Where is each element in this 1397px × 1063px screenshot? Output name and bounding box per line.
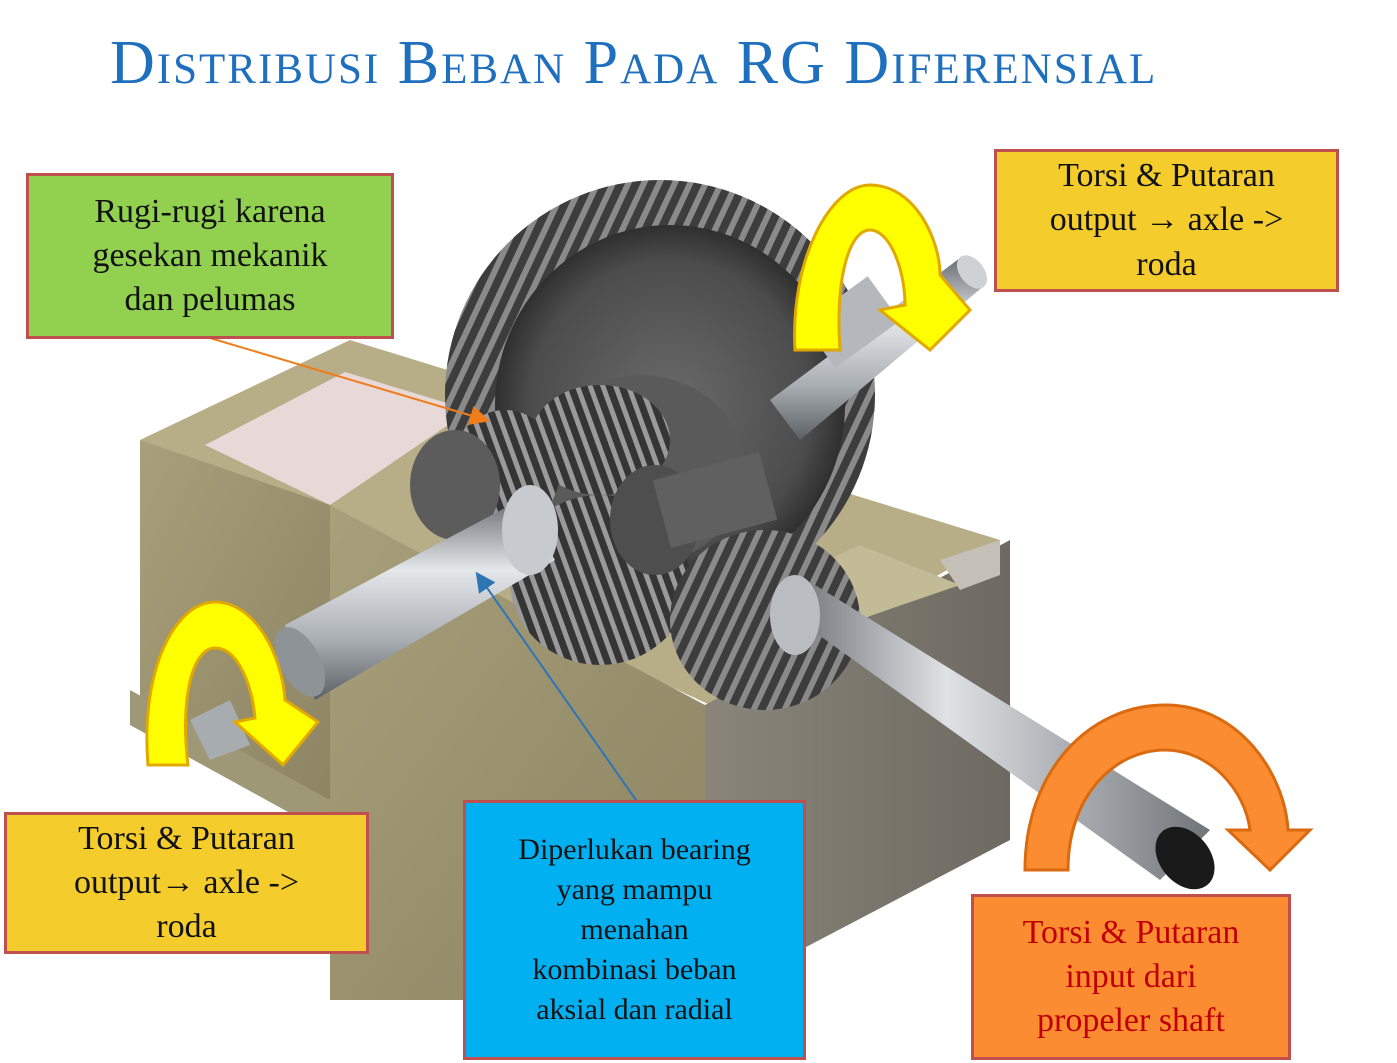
callout-line: gesekan mekanik xyxy=(92,236,328,274)
left-output-shaft xyxy=(190,485,558,760)
input-pinion-shaft xyxy=(770,575,1215,890)
callout-line: output→ axle -> xyxy=(73,863,300,901)
callout-line: Torsi & Putaran xyxy=(1022,913,1240,951)
callout-line: roda xyxy=(1136,245,1197,283)
callout-input: Torsi & Putaran input dari propeler shaf… xyxy=(971,894,1291,1060)
callout-line: roda xyxy=(156,908,217,946)
callout-line: Rugi-rugi karena xyxy=(94,192,326,230)
callout-line: Torsi & Putaran xyxy=(78,819,295,857)
callout-line: aksial dan radial xyxy=(536,992,733,1026)
rotation-arrow-icon xyxy=(145,600,321,768)
callout-line: propeler shaft xyxy=(1037,1002,1225,1040)
leader-arrow-icon xyxy=(209,337,490,426)
callout-line: kombinasi beban xyxy=(532,952,737,986)
callout-friction-losses: Rugi-rugi karena gesekan mekanik dan pel… xyxy=(26,173,394,339)
callout-output-left: Torsi & Putaran output→ axle -> roda xyxy=(4,812,369,954)
callout-line: Diperlukan bearing xyxy=(518,833,751,867)
rotation-arrow-icon xyxy=(793,183,973,353)
callout-line: yang mampu xyxy=(556,873,713,907)
callout-line: Torsi & Putaran xyxy=(1058,157,1275,195)
page-title: Distribusi Beban Pada RG Diferensial xyxy=(110,29,1158,97)
callout-bearing: Diperlukan bearing yang mampu menahan ko… xyxy=(463,800,806,1060)
callout-line: menahan xyxy=(580,913,689,947)
callout-line: input dari xyxy=(1065,957,1197,995)
rotation-arrow-icon xyxy=(1023,703,1314,873)
leader-arrow-icon xyxy=(475,571,637,801)
callout-output-right: Torsi & Putaran output → axle -> roda xyxy=(994,149,1339,292)
callout-line: output → axle -> xyxy=(1049,201,1284,239)
callout-line: dan pelumas xyxy=(124,281,296,319)
